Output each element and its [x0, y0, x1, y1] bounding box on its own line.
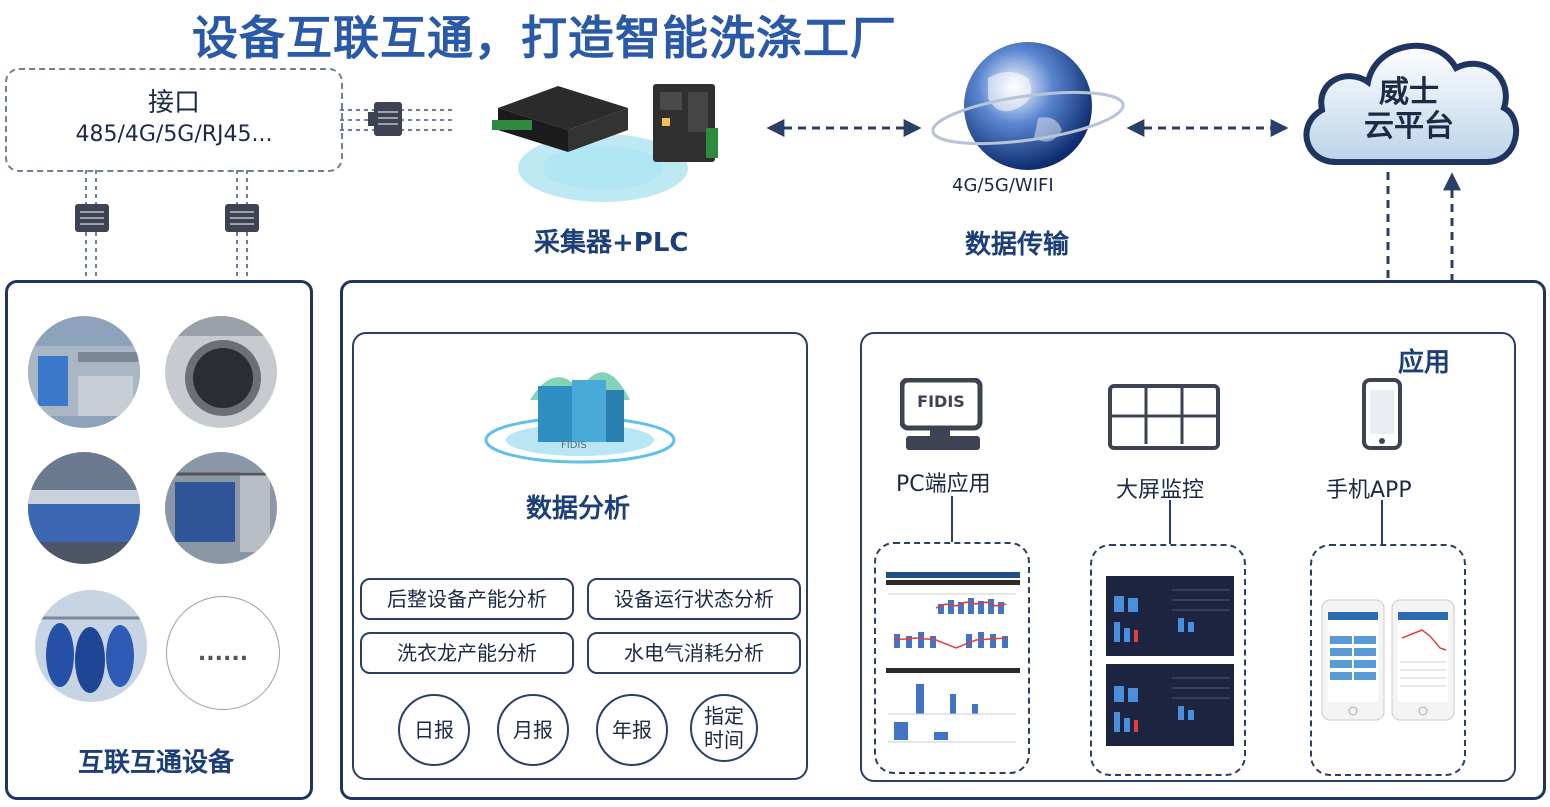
device-photo-conveyor — [165, 452, 277, 564]
more-devices-placeholder: ...... — [166, 596, 280, 710]
mobile-dashboard-card — [1310, 544, 1466, 776]
cloud-icon — [1303, 42, 1520, 165]
device-photo-tunnel-washer — [28, 316, 140, 428]
pc-dashboard-card — [874, 542, 1030, 774]
report-daily: 日报 — [398, 694, 470, 766]
interface-protocols: 485/4G/5G/RJ45... — [75, 122, 273, 147]
mobile-icon — [1362, 378, 1402, 450]
plug-icon — [225, 204, 259, 232]
interface-title: 接口 — [147, 88, 200, 118]
plug-icon — [75, 204, 109, 232]
tag-finishing-capacity: 后整设备产能分析 — [360, 578, 574, 620]
mobile-app-label: 手机APP — [1326, 478, 1412, 503]
report-yearly: 年报 — [596, 694, 668, 766]
pc-dashboard-thumbnail — [886, 572, 1020, 743]
tag-utility-consumption: 水电气消耗分析 — [587, 632, 801, 674]
plug-icon — [368, 102, 402, 136]
cloud-label-line1: 威士 — [1379, 75, 1439, 110]
globe-icon — [931, 42, 1125, 170]
devices-label: 互联互通设备 — [78, 748, 235, 778]
big-screen-thumbnail — [1106, 576, 1234, 746]
app-stems — [951, 496, 1383, 546]
cloud-label-line2: 云平台 — [1364, 109, 1454, 144]
report-custom-period: 指定时间 — [690, 694, 758, 762]
page-title: 设备互联互通，打造智能洗涤工厂 — [192, 11, 897, 65]
transmission-label: 数据传输 — [965, 230, 1070, 260]
pc-logo-text: FIDIS — [917, 392, 965, 411]
pc-app-label: PC端应用 — [896, 472, 991, 497]
application-label: 应用 — [1398, 348, 1451, 378]
tag-equipment-status: 设备运行状态分析 — [587, 578, 801, 620]
pc-icon — [900, 378, 983, 450]
device-photo-dryer — [165, 316, 277, 428]
tag-tunnel-washer-capacity: 洗衣龙产能分析 — [360, 632, 574, 674]
network-label: 4G/5G/WIFI — [952, 175, 1054, 196]
device-photo-ironer — [28, 452, 140, 564]
device-photo-garments — [35, 590, 147, 702]
mobile-app-thumbnail — [1321, 599, 1455, 721]
report-monthly: 月报 — [497, 694, 569, 766]
collector-plc-icon — [492, 84, 718, 202]
collector-label: 采集器+PLC — [534, 228, 689, 258]
big-screen-icon — [1108, 384, 1220, 450]
cloud-label: 威士 云平台 — [1296, 76, 1522, 144]
big-screen-label: 大屏监控 — [1116, 478, 1205, 503]
database-caption: FIDIS — [561, 440, 587, 451]
database-icon — [484, 372, 676, 464]
big-screen-dashboard-card — [1090, 544, 1246, 776]
analysis-label: 数据分析 — [526, 494, 631, 524]
interface-box: 接口 485/4G/5G/RJ45... — [5, 68, 343, 172]
